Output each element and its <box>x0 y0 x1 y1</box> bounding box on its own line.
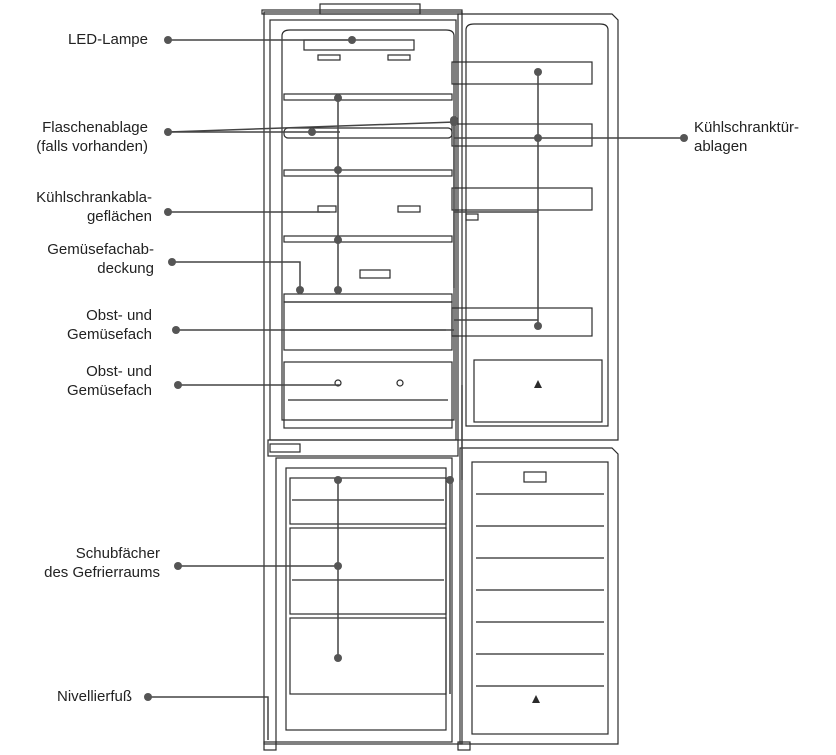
crisper-drawer-1 <box>284 302 452 350</box>
label-crisper-2: Obst- und Gemüsefach <box>0 362 152 400</box>
leader-lines <box>148 40 684 740</box>
label-door-shelves-line2: ablagen <box>694 137 834 156</box>
led-lamp-left <box>318 55 340 60</box>
control-panel <box>270 444 300 452</box>
leveling-foot <box>264 742 276 750</box>
label-leveling-foot: Nivellierfuß <box>0 687 132 706</box>
shelf-2 <box>284 170 452 176</box>
label-led-lamp: LED-Lampe <box>0 30 148 49</box>
label-crisper-cover-line1: Gemüsefachab- <box>0 240 154 259</box>
freezer-drawer-1 <box>290 478 446 524</box>
cabinet-outline <box>264 12 462 744</box>
label-fridge-shelves: Kühlschrankabla- geflächen <box>0 188 152 226</box>
thermostat <box>360 270 390 278</box>
label-fridge-shelves-line1: Kühlschrankabla- <box>0 188 152 207</box>
fridge-compartment <box>270 20 456 440</box>
freezer-door-badge <box>524 472 546 482</box>
label-bottle-rack-line2: (falls vorhanden) <box>0 137 148 156</box>
freezer-door-liner <box>472 462 608 734</box>
label-freezer-drawers: Schubfächer des Gefrierraums <box>0 544 160 582</box>
door-shelf-3 <box>452 188 592 210</box>
shelf-clip-left <box>318 206 336 212</box>
freezer-liner <box>286 468 446 730</box>
door-shelf-4 <box>452 308 592 336</box>
label-bottle-rack: Flaschenablage (falls vorhanden) <box>0 118 148 156</box>
door-logo-icon <box>534 380 542 388</box>
drawer-knob-right <box>397 380 403 386</box>
label-crisper-cover-line2: deckung <box>0 259 154 278</box>
freezer-logo-icon <box>532 695 540 703</box>
freezer-door <box>460 448 618 744</box>
led-lamp-housing <box>304 40 414 50</box>
crisper-drawer-2 <box>284 362 452 428</box>
label-door-shelves-line1: Kühlschranktür- <box>694 118 834 137</box>
label-crisper-1-line2: Gemüsefach <box>0 325 152 344</box>
shelf-1 <box>284 94 452 100</box>
crisper-cover <box>284 294 452 302</box>
label-door-shelves: Kühlschranktür- ablagen <box>694 118 834 156</box>
label-led-lamp-text: LED-Lampe <box>0 30 148 49</box>
label-bottle-rack-line1: Flaschenablage <box>0 118 148 137</box>
label-crisper-2-line1: Obst- und <box>0 362 152 381</box>
door-shelf-1 <box>452 62 592 84</box>
control-strip <box>268 440 458 456</box>
label-crisper-1-line1: Obst- und <box>0 306 152 325</box>
door-shelf-2 <box>452 124 592 146</box>
door-bin <box>474 360 602 422</box>
shelf-3 <box>284 236 452 242</box>
freezer-drawer-3 <box>290 618 446 694</box>
freezer-drawer-2 <box>290 528 446 614</box>
led-lamp-right <box>388 55 410 60</box>
label-crisper-cover: Gemüsefachab- deckung <box>0 240 154 278</box>
leader-dots <box>144 36 688 701</box>
leader-foot <box>148 697 268 740</box>
shelf-clip-right <box>398 206 420 212</box>
label-freezer-drawers-line2: des Gefrierraums <box>0 563 160 582</box>
label-crisper-2-line2: Gemüsefach <box>0 381 152 400</box>
label-fridge-shelves-line2: geflächen <box>0 207 152 226</box>
door-hinge-clip <box>466 214 478 220</box>
leader-crisper-cover <box>172 262 300 290</box>
label-leveling-foot-text: Nivellierfuß <box>0 687 132 706</box>
label-freezer-drawers-line1: Schubfächer <box>0 544 160 563</box>
label-crisper-1: Obst- und Gemüsefach <box>0 306 152 344</box>
